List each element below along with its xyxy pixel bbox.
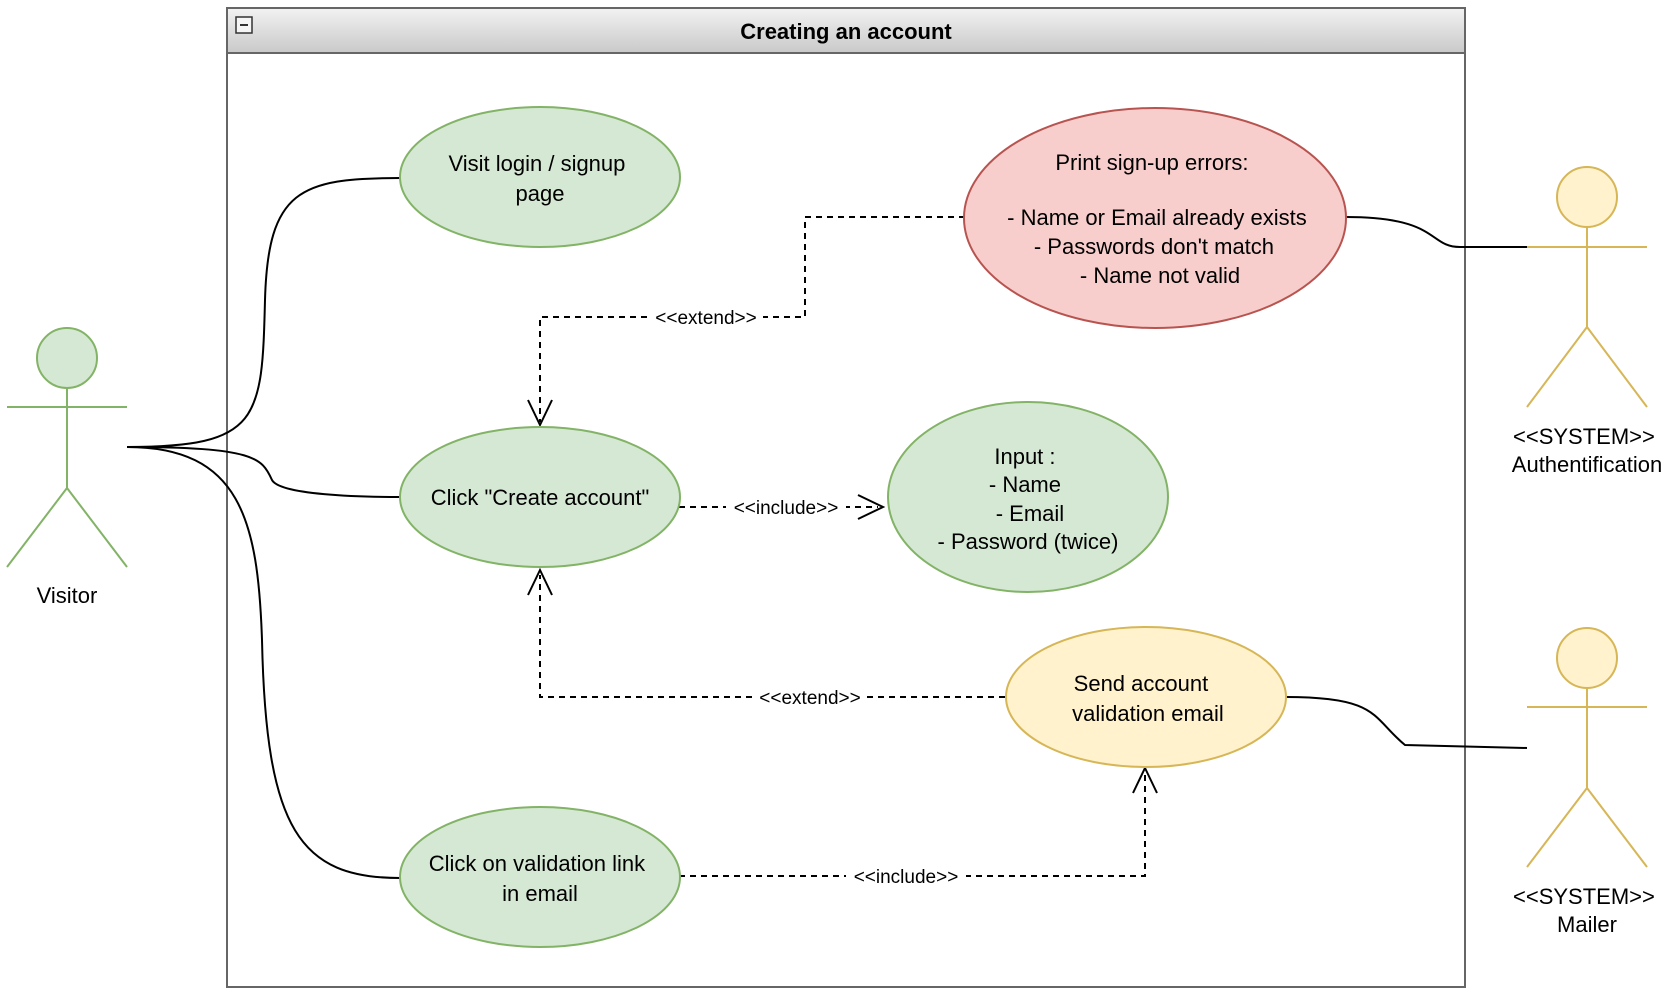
mailer-figure-icon <box>1526 627 1648 868</box>
input-line: Input : <box>994 444 1055 469</box>
use-case-visit-page[interactable]: Visit login / signup page <box>399 106 681 248</box>
svg-text:Click on validation link: Click on validation link in email <box>429 851 652 906</box>
input-line: - Name <box>989 472 1061 497</box>
svg-text:<<SYSTEM>> Mailer: <<SYSTEM>> Mailer <box>1513 884 1661 937</box>
visit-page-line: Visit login / signup <box>448 151 625 176</box>
svg-text:Click "Create account": Click "Create account" <box>431 485 650 510</box>
print-errors-line: - Name or Email already exists <box>1007 205 1307 230</box>
actor-visitor[interactable]: Visitor <box>6 327 128 608</box>
auth-stereotype: <<SYSTEM>> <box>1513 424 1655 449</box>
extend-email-label: <<extend>> <box>759 688 860 709</box>
arrowhead-input-left <box>857 494 886 520</box>
assoc-auth-errors <box>1345 216 1527 248</box>
print-errors-line: - Passwords don't match <box>1034 234 1274 259</box>
actor-authentification[interactable]: <<SYSTEM>> Authentification <box>1512 166 1662 477</box>
use-case-input[interactable]: Input : - Name - Email - Password (twice… <box>887 401 1169 593</box>
include-input-label: <<include>> <box>734 498 839 519</box>
include-send-label: <<include>> <box>854 867 959 888</box>
send-email-line: validation email <box>1072 701 1224 726</box>
visitor-figure-icon <box>6 327 128 568</box>
use-case-print-errors[interactable]: Print sign-up errors: - Name or Email al… <box>963 107 1347 329</box>
include-send-line <box>679 772 1146 877</box>
actor-mailer[interactable]: <<SYSTEM>> Mailer <box>1513 627 1661 937</box>
assoc-visitor-create <box>126 446 401 498</box>
visitor-label: Visitor <box>37 583 98 608</box>
input-line: - Email <box>996 501 1064 526</box>
svg-text:Send account validation: Send account validation email <box>1072 671 1224 726</box>
relation-labels: <<extend>> <<include>> <<extend>> <<incl… <box>649 305 966 888</box>
input-line: - Password (twice) <box>938 529 1119 554</box>
use-case-create-account[interactable]: Click "Create account" <box>399 426 681 568</box>
use-case-click-link[interactable]: Click on validation link in email <box>399 806 681 948</box>
svg-text:<<SYSTEM>> Authentificat: <<SYSTEM>> Authentification <box>1512 424 1662 477</box>
svg-text:Input : - Name - E: Input : - Name - Email - Password (twice… <box>938 444 1119 554</box>
auth-figure-icon <box>1526 166 1648 408</box>
extend-errors-label: <<extend>> <box>655 308 756 329</box>
associations <box>126 177 1528 879</box>
assoc-mailer-send <box>1285 696 1528 749</box>
arrowhead-create-top <box>527 399 553 428</box>
send-email-line: Send account <box>1074 671 1209 696</box>
mailer-stereotype: <<SYSTEM>> <box>1513 884 1655 909</box>
arrowheads <box>527 399 1158 794</box>
visit-page-line: page <box>516 181 565 206</box>
use-case-send-email[interactable]: Send account validation email <box>1005 626 1287 768</box>
arrowhead-send-bottom <box>1132 765 1158 794</box>
assoc-visitor-visit <box>126 177 401 448</box>
mailer-label: Mailer <box>1557 912 1617 937</box>
click-link-line: Click on validation link <box>429 851 646 876</box>
auth-label: Authentification <box>1512 452 1662 477</box>
create-account-line: Click "Create account" <box>431 485 650 510</box>
boundary-title: Creating an account <box>740 19 952 44</box>
arrowhead-create-bottom <box>527 567 553 596</box>
print-errors-line: - Name not valid <box>1080 263 1240 288</box>
svg-text:Visit login / signup pag: Visit login / signup page <box>448 151 631 206</box>
assoc-visitor-link <box>126 446 401 879</box>
svg-text:Print sign-up errors: -: Print sign-up errors: - Name or Email al… <box>1007 150 1313 288</box>
click-link-line: in email <box>502 881 578 906</box>
print-errors-line: Print sign-up errors: <box>1055 150 1248 175</box>
minus-box-icon[interactable] <box>235 16 253 34</box>
